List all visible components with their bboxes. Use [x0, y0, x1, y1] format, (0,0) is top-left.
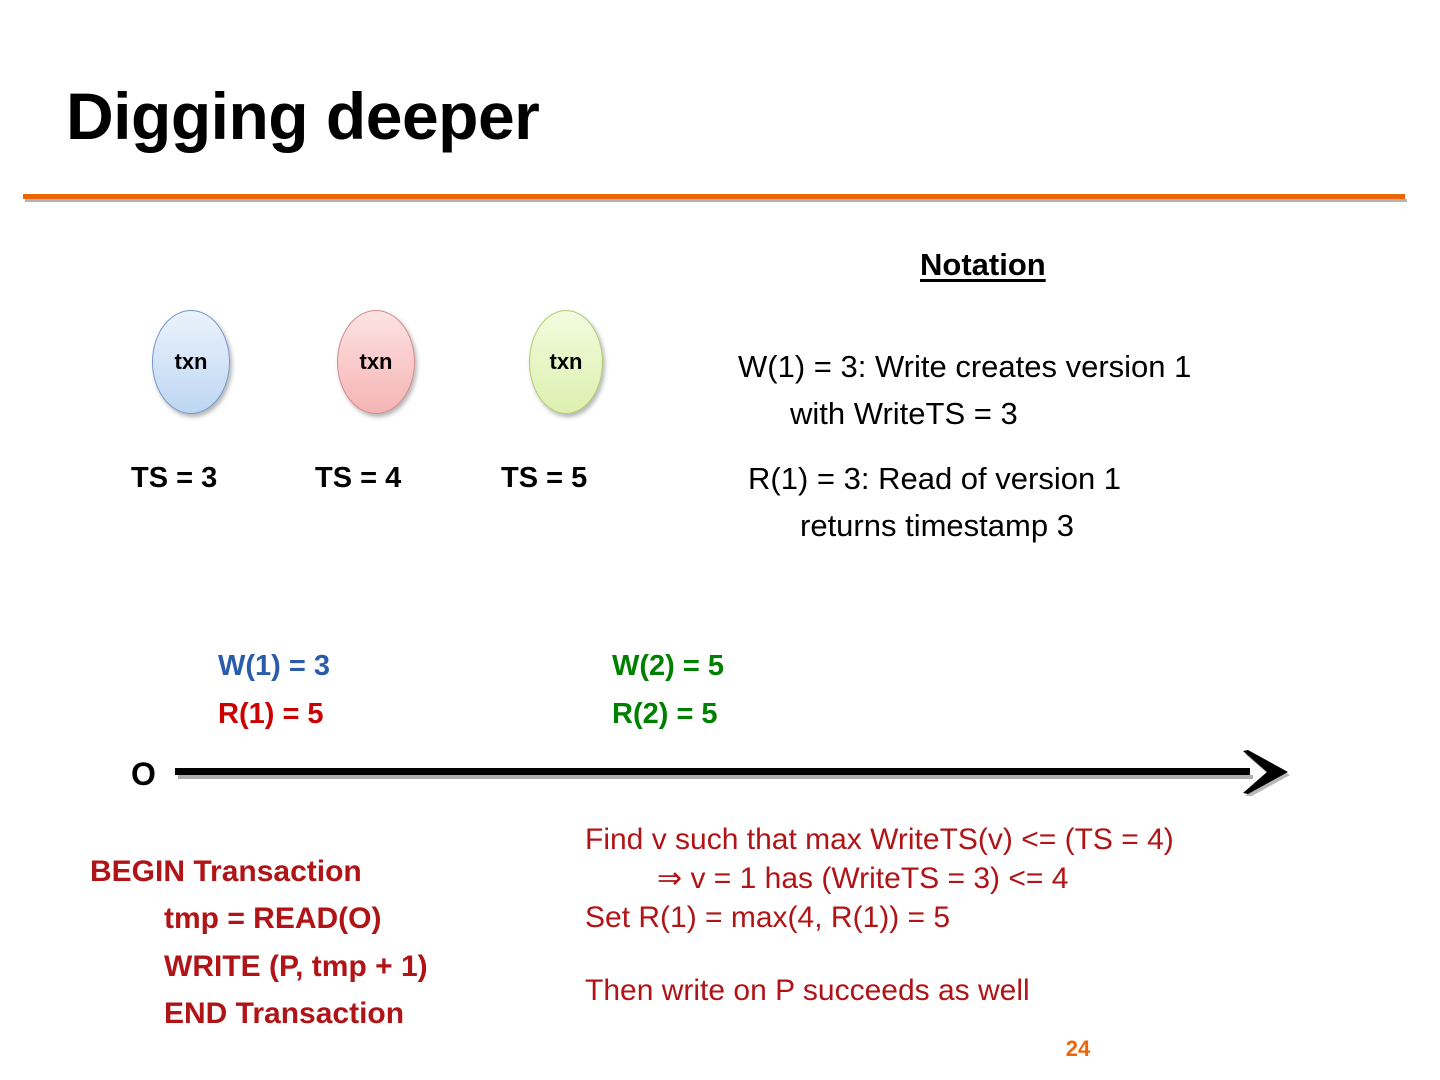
code-line-write: WRITE (P, tmp + 1) [164, 949, 428, 983]
notation-heading: Notation [920, 247, 1046, 282]
timeline-ops-right: W(2) = 5 R(2) = 5 [612, 643, 724, 738]
notation-entry-write: W(1) = 3: Write creates version 1 with W… [738, 343, 1191, 437]
notation-entry-line-2: returns timestamp 3 [800, 508, 1074, 544]
page-number: 24 [1065, 1036, 1091, 1061]
transaction-code-block: BEGIN Transaction tmp = READ(O) WRITE (P… [90, 848, 428, 1038]
timeline-arrow-icon [1243, 750, 1290, 796]
txn-ellipse-label: txn [174, 349, 208, 374]
explanation-line-find: Find v such that max WriteTS(v) <= (TS =… [585, 823, 1174, 856]
notation-entry-line-1: W(1) = 3: Write creates version 1 [738, 349, 1192, 384]
code-line-end: END Transaction [164, 997, 405, 1031]
timeline-origin-label: O [131, 756, 156, 792]
timeline-line-shadow [178, 775, 1253, 779]
txn-ellipse-2: txn [337, 310, 415, 414]
explanation-line-set: Set R(1) = max(4, R(1)) = 5 [585, 901, 951, 934]
ts-label-1: TS = 3 [131, 462, 218, 494]
txn-ellipse-label: txn [359, 349, 393, 374]
txn-ellipse-1: txn [152, 310, 230, 414]
explanation-line-implies: ⇒ v = 1 has (WriteTS = 3) <= 4 [657, 862, 1069, 895]
explanation-line-then: Then write on P succeeds as well [585, 974, 1030, 1007]
timeline-ops-left: W(1) = 3 R(1) = 5 [218, 643, 330, 738]
page-title: Digging deeper [66, 79, 540, 153]
explanation-spacer [585, 937, 1174, 971]
timeline-line [175, 768, 1250, 775]
notation-entry-line-1: R(1) = 3: Read of version 1 [748, 461, 1122, 496]
code-line-read: tmp = READ(O) [164, 902, 382, 936]
op-write-v2: W(2) = 5 [612, 650, 724, 682]
explanation-block: Find v such that max WriteTS(v) <= (TS =… [585, 820, 1174, 1010]
ts-label-3: TS = 5 [501, 462, 588, 494]
op-read-v2: R(2) = 5 [612, 697, 718, 730]
notation-entry-line-2: with WriteTS = 3 [790, 396, 1018, 432]
title-divider-shadow [25, 199, 1407, 202]
ts-label-2: TS = 4 [315, 462, 402, 494]
notation-entry-read: R(1) = 3: Read of version 1 returns time… [748, 455, 1121, 549]
txn-ellipse-label: txn [549, 349, 583, 374]
txn-ellipse-3: txn [529, 310, 603, 414]
op-write-v1: W(1) = 3 [218, 650, 330, 682]
code-line-begin: BEGIN Transaction [90, 855, 362, 888]
op-read-v1: R(1) = 5 [218, 697, 324, 730]
title-divider-rule [23, 194, 1405, 199]
